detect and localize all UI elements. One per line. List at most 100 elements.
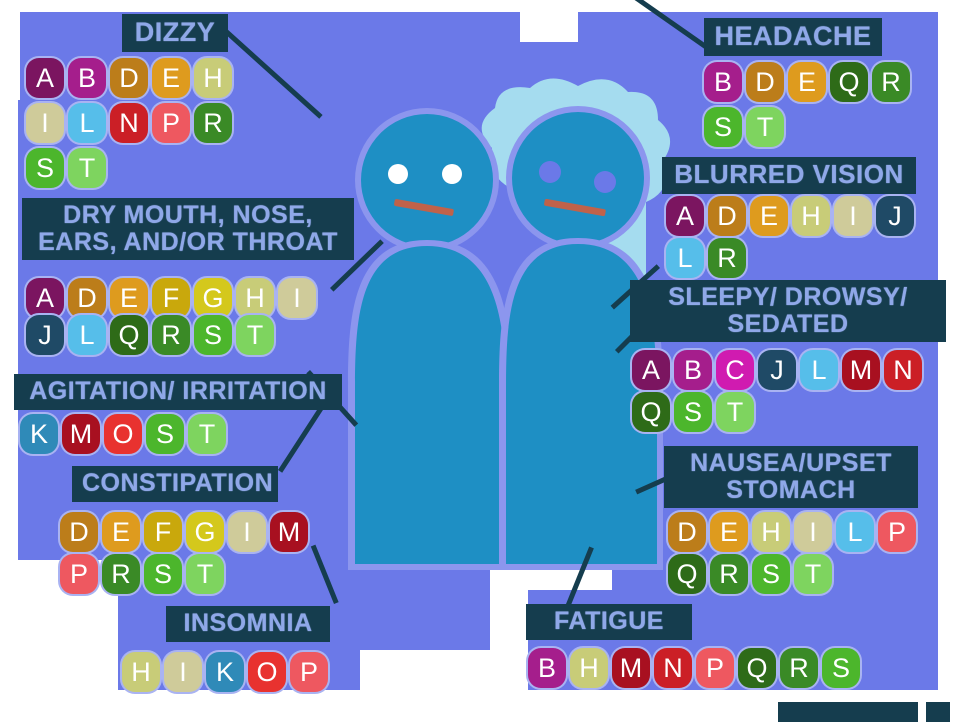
letter-pill-j[interactable]: J <box>876 196 914 236</box>
letter-pill-i[interactable]: I <box>164 652 202 692</box>
letter-pill-q[interactable]: Q <box>738 648 776 688</box>
letter-pill-d[interactable]: D <box>708 196 746 236</box>
letter-pill-h[interactable]: H <box>752 512 790 552</box>
letter-pill-p[interactable]: P <box>878 512 916 552</box>
letter-pill-m[interactable]: M <box>62 414 100 454</box>
letter-pill-a[interactable]: A <box>632 350 670 390</box>
letter-pill-n[interactable]: N <box>110 103 148 143</box>
letter-pill-f[interactable]: F <box>144 512 182 552</box>
letter-pill-b[interactable]: B <box>674 350 712 390</box>
letter-pill-t[interactable]: T <box>186 554 224 594</box>
letter-pill-e[interactable]: E <box>102 512 140 552</box>
letter-pill-i[interactable]: I <box>794 512 832 552</box>
letter-pill-j[interactable]: J <box>758 350 796 390</box>
letter-pill-b[interactable]: B <box>704 62 742 102</box>
label-constipation: CONSTIPATION <box>72 466 278 502</box>
letter-pill-t[interactable]: T <box>236 315 274 355</box>
letter-pill-p[interactable]: P <box>152 103 190 143</box>
letter-pill-i[interactable]: I <box>228 512 266 552</box>
letter-pill-p[interactable]: P <box>696 648 734 688</box>
letter-pill-o[interactable]: O <box>248 652 286 692</box>
letter-pill-g[interactable]: G <box>186 512 224 552</box>
letter-pill-s[interactable]: S <box>144 554 182 594</box>
letter-pill-t[interactable]: T <box>188 414 226 454</box>
letter-pill-s[interactable]: S <box>146 414 184 454</box>
letter-pill-o[interactable]: O <box>104 414 142 454</box>
letter-pill-e[interactable]: E <box>750 196 788 236</box>
label-headache: HEADACHE <box>704 18 882 56</box>
letter-pill-m[interactable]: M <box>612 648 650 688</box>
letter-pill-a[interactable]: A <box>26 58 64 98</box>
letter-pill-t[interactable]: T <box>794 554 832 594</box>
letter-pill-d[interactable]: D <box>60 512 98 552</box>
letter-pill-r[interactable]: R <box>710 554 748 594</box>
letter-pill-k[interactable]: K <box>20 414 58 454</box>
letter-pill-h[interactable]: H <box>194 58 232 98</box>
letter-pill-h[interactable]: H <box>236 278 274 318</box>
letter-pill-s[interactable]: S <box>194 315 232 355</box>
letter-pill-d[interactable]: D <box>110 58 148 98</box>
letter-pill-e[interactable]: E <box>152 58 190 98</box>
letter-pill-e[interactable]: E <box>788 62 826 102</box>
letter-pill-d[interactable]: D <box>668 512 706 552</box>
letter-pill-r[interactable]: R <box>102 554 140 594</box>
letter-pill-a[interactable]: A <box>26 278 64 318</box>
letter-pill-n[interactable]: N <box>654 648 692 688</box>
label-agitation: AGITATION/ IRRITATION <box>14 374 342 410</box>
letter-pill-l[interactable]: L <box>800 350 838 390</box>
letter-pill-t[interactable]: T <box>68 148 106 188</box>
letter-pill-f[interactable]: F <box>152 278 190 318</box>
letter-pill-s[interactable]: S <box>752 554 790 594</box>
letter-pill-q[interactable]: Q <box>110 315 148 355</box>
letter-pill-h[interactable]: H <box>570 648 608 688</box>
letter-pill-j[interactable]: J <box>26 315 64 355</box>
letter-pill-q[interactable]: Q <box>668 554 706 594</box>
letter-pill-s[interactable]: S <box>822 648 860 688</box>
label-fatigue: FATIGUE <box>526 604 692 640</box>
letter-pill-p[interactable]: P <box>60 554 98 594</box>
letter-pill-q[interactable]: Q <box>830 62 868 102</box>
letter-pill-e[interactable]: E <box>710 512 748 552</box>
female-figure-icon <box>498 106 663 570</box>
letter-pill-t[interactable]: T <box>746 107 784 147</box>
letter-pill-h[interactable]: H <box>792 196 830 236</box>
letter-pill-c[interactable]: C <box>716 350 754 390</box>
letter-pill-b[interactable]: B <box>68 58 106 98</box>
letter-pill-l[interactable]: L <box>836 512 874 552</box>
letter-pill-e[interactable]: E <box>110 278 148 318</box>
letter-pill-a[interactable]: A <box>666 196 704 236</box>
letter-pill-m[interactable]: M <box>842 350 880 390</box>
letter-pill-i[interactable]: I <box>26 103 64 143</box>
letter-pill-q[interactable]: Q <box>632 392 670 432</box>
letter-pill-l[interactable]: L <box>68 315 106 355</box>
letter-pill-s[interactable]: S <box>674 392 712 432</box>
letter-pill-d[interactable]: D <box>746 62 784 102</box>
letter-pill-n[interactable]: N <box>884 350 922 390</box>
letter-pill-t[interactable]: T <box>716 392 754 432</box>
letter-pill-k[interactable]: K <box>206 652 244 692</box>
letter-pill-r[interactable]: R <box>152 315 190 355</box>
letter-pill-b[interactable]: B <box>528 648 566 688</box>
footer-bar-right <box>926 702 950 722</box>
letter-pill-g[interactable]: G <box>194 278 232 318</box>
letter-pill-i[interactable]: I <box>278 278 316 318</box>
letter-pill-l[interactable]: L <box>68 103 106 143</box>
letter-pill-r[interactable]: R <box>780 648 818 688</box>
letter-pill-l[interactable]: L <box>666 238 704 278</box>
letter-pill-p[interactable]: P <box>290 652 328 692</box>
letter-pill-r[interactable]: R <box>194 103 232 143</box>
letter-pill-d[interactable]: D <box>68 278 106 318</box>
letter-pill-m[interactable]: M <box>270 512 308 552</box>
letter-pill-s[interactable]: S <box>26 148 64 188</box>
letter-pill-r[interactable]: R <box>872 62 910 102</box>
letter-pill-i[interactable]: I <box>834 196 872 236</box>
letter-pill-h[interactable]: H <box>122 652 160 692</box>
letter-pill-r[interactable]: R <box>708 238 746 278</box>
letter-pill-s[interactable]: S <box>704 107 742 147</box>
